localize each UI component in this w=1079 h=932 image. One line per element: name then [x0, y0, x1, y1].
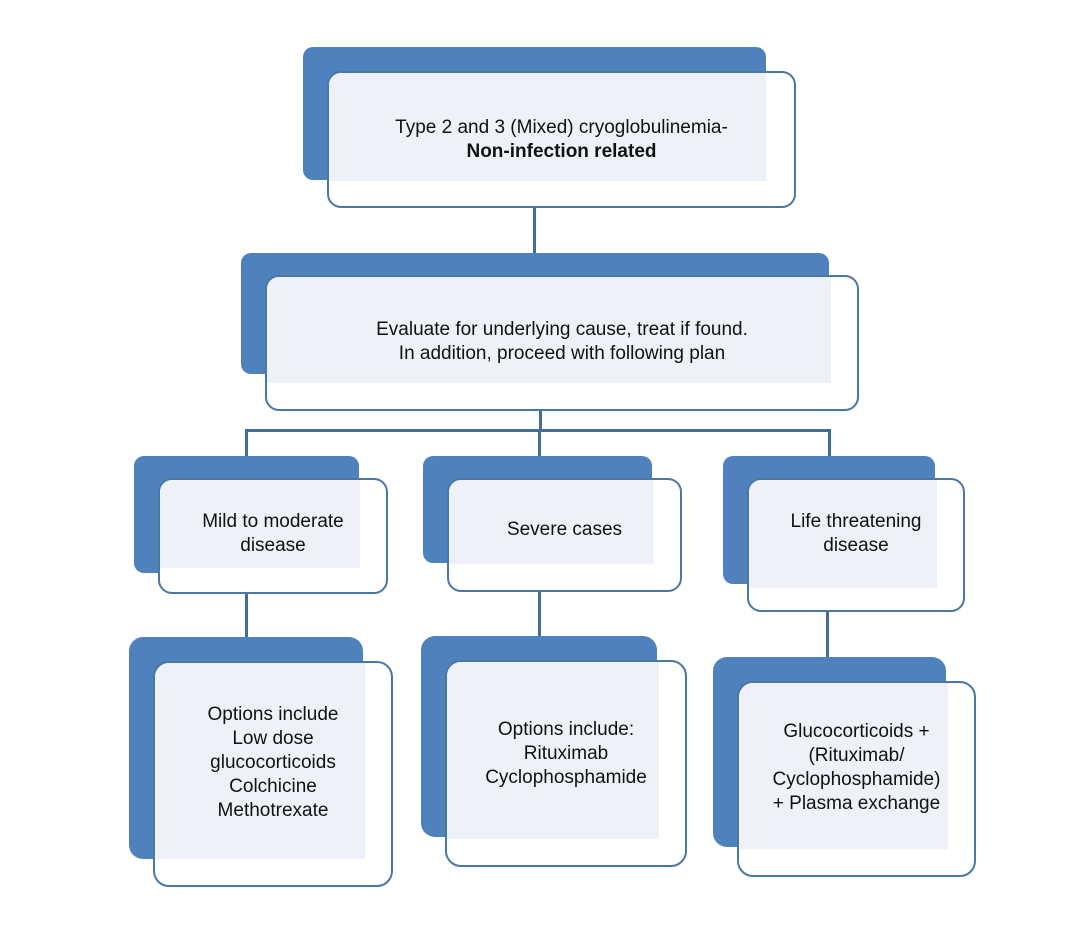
node-card-tint — [329, 73, 766, 181]
node-card-tint — [160, 480, 360, 568]
node-label: Options include Low dose glucocorticoids… — [155, 663, 391, 885]
connector-evaluate-bus — [539, 410, 542, 431]
mild-line-1: Mild to moderate — [202, 511, 344, 532]
node-label: Options include: Rituximab Cyclophospham… — [447, 662, 685, 865]
life-option-line-1: Glucocorticoids + — [783, 721, 930, 742]
node-mild-treatment-options: Options include Low dose glucocorticoids… — [129, 637, 393, 887]
node-card: Options include Low dose glucocorticoids… — [153, 661, 393, 887]
node-card-tint — [749, 480, 937, 588]
evaluate-line-2: In addition, proceed with following plan — [398, 343, 726, 364]
node-life-treatment-options: Glucocorticoids + (Rituximab/ Cyclophosp… — [713, 657, 976, 877]
node-cryoglobulinemia-type: Type 2 and 3 (Mixed) cryoglobulinemia- N… — [303, 47, 796, 208]
life-option-line-4: + Plasma exchange — [772, 793, 941, 814]
node-label: Mild to moderate disease — [160, 480, 386, 592]
connector-severe-options — [538, 590, 541, 636]
mild-option-line-2: Low dose — [232, 728, 314, 749]
node-card-tint — [449, 480, 653, 564]
mild-line-2: disease — [240, 535, 306, 556]
node-label: Glucocorticoids + (Rituximab/ Cyclophosp… — [739, 683, 974, 875]
node-card-tint — [155, 663, 365, 859]
node-card: Severe cases — [447, 478, 682, 592]
node-card: Type 2 and 3 (Mixed) cryoglobulinemia- N… — [327, 71, 796, 208]
life-line-1: Life threatening — [790, 511, 922, 532]
node-mild-moderate: Mild to moderate disease — [134, 456, 388, 594]
connector-bus-mild — [245, 429, 248, 457]
node-card: Evaluate for underlying cause, treat if … — [265, 275, 859, 411]
node-card: Options include: Rituximab Cyclophospham… — [445, 660, 687, 867]
life-line-2: disease — [823, 535, 889, 556]
node-life-threatening: Life threatening disease — [723, 456, 965, 612]
node-card-tint — [267, 277, 831, 383]
node-label: Life threatening disease — [749, 480, 963, 610]
mild-option-line-4: Colchicine — [229, 776, 317, 797]
severe-option-line-1: Options include: — [497, 718, 635, 740]
node-label: Type 2 and 3 (Mixed) cryoglobulinemia- N… — [329, 73, 794, 206]
severe-option-line-2: Rituximab — [523, 742, 609, 764]
node-label: Evaluate for underlying cause, treat if … — [267, 277, 857, 409]
node-card: Glucocorticoids + (Rituximab/ Cyclophosp… — [737, 681, 976, 877]
node-severe-cases: Severe cases — [423, 456, 682, 592]
top-line-2-bold: Non-infection related — [466, 140, 657, 162]
connector-life-options — [826, 610, 829, 658]
node-evaluate-cause: Evaluate for underlying cause, treat if … — [241, 253, 859, 411]
mild-option-line-5: Methotrexate — [217, 800, 329, 821]
top-line-1: Type 2 and 3 (Mixed) cryoglobulinemia- — [395, 116, 728, 138]
connector-top-evaluate — [533, 207, 536, 254]
node-card: Mild to moderate disease — [158, 478, 388, 594]
life-option-line-2: (Rituximab/ — [808, 745, 905, 766]
mild-option-line-3: glucocorticoids — [210, 752, 336, 773]
connector-bus-severe — [538, 429, 541, 457]
connector-mild-options — [245, 592, 248, 638]
evaluate-line-1: Evaluate for underlying cause, treat if … — [376, 319, 748, 340]
connector-bus-life — [828, 429, 831, 457]
node-label: Severe cases — [449, 480, 680, 590]
severe-line-1: Severe cases — [506, 519, 623, 540]
node-card: Life threatening disease — [747, 478, 965, 612]
node-card-tint — [447, 662, 659, 839]
node-card-tint — [739, 683, 948, 849]
life-option-line-3: Cyclophosphamide) — [772, 769, 941, 790]
node-severe-treatment-options: Options include: Rituximab Cyclophospham… — [421, 636, 687, 867]
severe-option-line-3: Cyclophosphamide — [485, 766, 647, 788]
mild-option-line-1: Options include — [207, 704, 339, 725]
